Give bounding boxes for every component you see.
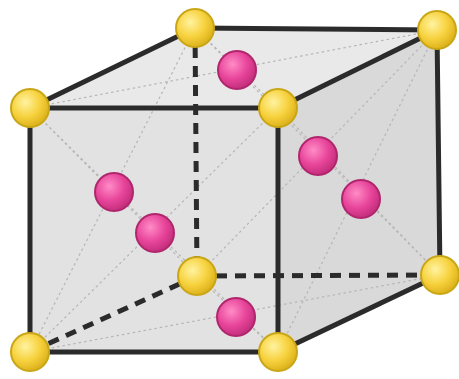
corner-atom-bottom-back-left: [177, 256, 217, 296]
face-atoms: [94, 50, 381, 337]
corner-atom-bottom-back-right: [420, 255, 459, 295]
hidden-edge-vertical: [192, 27, 200, 277]
hidden-edge-left-bottom: [28, 273, 199, 355]
hidden-edge-back-bottom: [196, 272, 441, 279]
edge-top-right: [275, 27, 440, 111]
corner-atom-top-front-left: [10, 88, 50, 128]
hidden-edges: [28, 27, 441, 355]
visible-edges: [27, 25, 443, 355]
face-atom-front: [135, 213, 175, 253]
face-atom-left: [94, 172, 134, 212]
face-atom-top: [217, 50, 257, 90]
corner-atom-top-front-right: [258, 88, 298, 128]
bottom-diagonal-a: [29, 274, 441, 353]
corner-atoms: [10, 8, 459, 372]
corner-atom-bottom-front-right: [258, 332, 298, 372]
left-diagonal-a: [29, 107, 198, 277]
corner-atom-top-back-right: [417, 10, 457, 50]
edge-top-back: [192, 25, 440, 33]
right-diagonal-b: [277, 29, 438, 353]
edge-top-left: [27, 25, 198, 111]
face-atom-back: [298, 136, 338, 176]
face-atom-right: [341, 179, 381, 219]
edge-back-right: [434, 27, 443, 278]
corner-atom-bottom-front-left: [10, 332, 50, 372]
edge-right-bottom: [275, 272, 443, 355]
corner-atom-top-back-left: [175, 8, 215, 48]
face-atom-bottom: [216, 297, 256, 337]
